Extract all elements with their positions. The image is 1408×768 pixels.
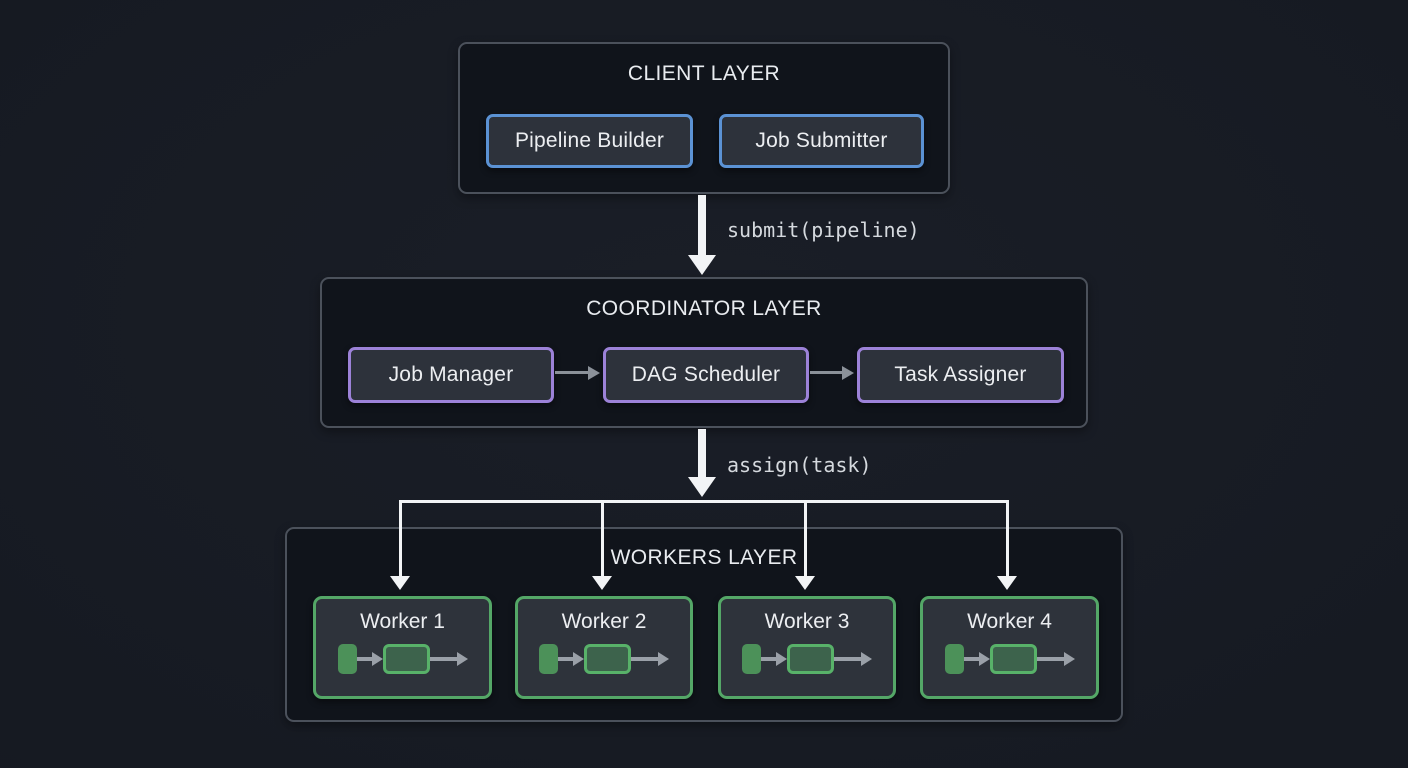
- flow-arrow-icon: [429, 652, 468, 666]
- coordinator-layer: COORDINATOR LAYER Job Manager DAG Schedu…: [320, 277, 1088, 428]
- node-pipeline-builder: Pipeline Builder: [486, 114, 693, 168]
- fanout-horizontal-line: [399, 500, 1009, 503]
- dag-to-task-assigner-arrow-shaft: [810, 371, 842, 374]
- workers-layer-title: WORKERS LAYER: [610, 546, 798, 569]
- fanout-arrowhead-worker3: [795, 576, 815, 590]
- node-task-assigner-label: Task Assigner: [894, 363, 1027, 386]
- worker-1-task-flow: [316, 644, 489, 674]
- flow-arrow-icon: [761, 652, 787, 666]
- flow-arrow-icon: [356, 652, 383, 666]
- assign-arrow-head: [688, 477, 716, 497]
- node-worker-3: Worker 3: [718, 596, 896, 699]
- node-pipeline-builder-label: Pipeline Builder: [514, 129, 665, 152]
- flow-arrow-icon: [963, 652, 990, 666]
- node-worker-2: Worker 2: [515, 596, 693, 699]
- node-job-manager: Job Manager: [348, 347, 554, 403]
- task-process-box-icon: [989, 644, 1037, 674]
- flow-arrow-icon: [1036, 652, 1075, 666]
- worker-4-task-flow: [923, 644, 1096, 674]
- node-worker-1: Worker 1: [313, 596, 492, 699]
- node-job-manager-label: Job Manager: [388, 363, 514, 386]
- task-process-box-icon: [787, 644, 834, 674]
- fanout-line-worker4: [1006, 500, 1009, 577]
- worker-2-label: Worker 2: [561, 610, 647, 633]
- task-process-box-icon: [382, 644, 430, 674]
- task-process-box-icon: [584, 644, 631, 674]
- submit-arrow-shaft: [698, 195, 706, 256]
- fanout-arrowhead-worker1: [390, 576, 410, 590]
- node-task-assigner: Task Assigner: [857, 347, 1064, 403]
- job-manager-to-dag-arrow-shaft: [555, 371, 588, 374]
- fanout-arrowhead-worker4: [997, 576, 1017, 590]
- worker-3-label: Worker 3: [764, 610, 850, 633]
- flow-arrow-icon: [631, 652, 669, 666]
- client-layer: CLIENT LAYER Pipeline Builder Job Submit…: [458, 42, 950, 194]
- coordinator-layer-title: COORDINATOR LAYER: [586, 297, 822, 320]
- job-manager-to-dag-arrow-head: [588, 366, 600, 380]
- node-dag-scheduler-label: DAG Scheduler: [631, 363, 781, 386]
- flow-arrow-icon: [834, 652, 872, 666]
- node-job-submitter: Job Submitter: [719, 114, 924, 168]
- flow-arrow-icon: [558, 652, 584, 666]
- dag-to-task-assigner-arrow-head: [842, 366, 854, 380]
- task-input-pill-icon: [539, 644, 558, 674]
- fanout-line-worker3: [804, 500, 807, 577]
- worker-1-label: Worker 1: [360, 610, 445, 633]
- task-input-pill-icon: [944, 644, 964, 674]
- worker-3-task-flow: [721, 644, 893, 674]
- fanout-line-worker2: [601, 500, 604, 577]
- node-job-submitter-label: Job Submitter: [755, 129, 888, 152]
- task-input-pill-icon: [742, 644, 761, 674]
- fanout-arrowhead-worker2: [592, 576, 612, 590]
- assign-arrow-shaft: [698, 429, 706, 478]
- client-layer-title: CLIENT LAYER: [627, 62, 781, 85]
- submit-edge-label: submit(pipeline): [727, 218, 920, 242]
- fanout-line-worker1: [399, 500, 402, 577]
- workers-layer: WORKERS LAYER Worker 1 Worker 2 Worker 3: [285, 527, 1123, 722]
- node-dag-scheduler: DAG Scheduler: [603, 347, 809, 403]
- assign-edge-label: assign(task): [727, 453, 872, 477]
- task-input-pill-icon: [337, 644, 357, 674]
- worker-2-task-flow: [518, 644, 690, 674]
- submit-arrow-head: [688, 255, 716, 275]
- node-worker-4: Worker 4: [920, 596, 1099, 699]
- worker-4-label: Worker 4: [967, 610, 1052, 633]
